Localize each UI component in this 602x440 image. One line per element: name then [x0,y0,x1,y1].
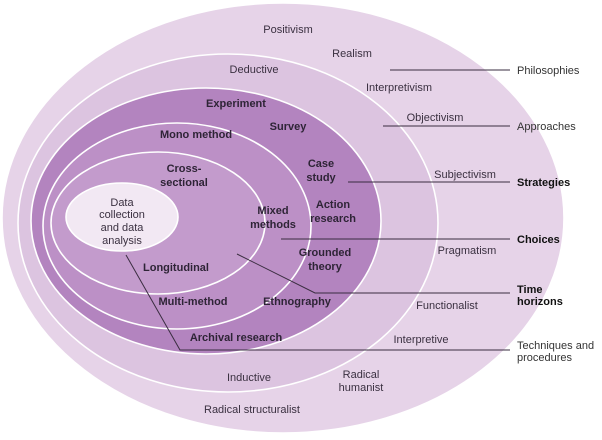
layer-label-techniques-2: procedures [517,352,573,364]
label-inductive: Inductive [227,372,271,384]
label-core-3: and data [101,222,145,234]
layer-label-philosophies: Philosophies [517,65,580,77]
label-cross-sectional-1: Cross- [167,163,202,175]
leader-time-horizons [236,253,510,294]
layer-label-time-horizons-2: horizons [517,296,563,308]
layer-label-techniques-1: Techniques and [517,340,594,352]
label-interpretive: Interpretive [393,334,448,346]
label-case-study-1: Case [308,158,334,170]
label-grounded-theory-2: theory [308,261,343,273]
label-mixed-methods-1: Mixed [257,205,288,217]
label-multi-method: Multi-method [158,296,227,308]
label-longitudinal: Longitudinal [143,262,209,274]
label-radical-humanist-2: humanist [339,382,384,394]
label-radical-structuralist: Radical structuralist [204,404,300,416]
label-realism: Realism [332,48,372,60]
label-interpretivism: Interpretivism [366,82,432,94]
layer-label-approaches: Approaches [517,121,576,133]
label-pragmatism: Pragmatism [438,245,497,257]
label-action-research-1: Action [316,199,351,211]
label-mixed-methods-2: methods [250,219,296,231]
label-survey: Survey [270,121,308,133]
label-core-2: collection [99,209,145,221]
label-action-research-2: research [310,213,356,225]
ring-techniques-core [65,182,179,252]
label-cross-sectional-2: sectional [160,177,208,189]
label-subjectivism: Subjectivism [434,169,496,181]
label-functionalist: Functionalist [416,300,478,312]
label-core-1: Data [110,197,134,209]
label-ethnography: Ethnography [263,296,332,308]
label-mono-method: Mono method [160,129,232,141]
label-positivism: Positivism [263,24,313,36]
label-grounded-theory-1: Grounded [299,247,352,259]
label-objectivism: Objectivism [407,112,464,124]
label-experiment: Experiment [206,98,266,110]
label-case-study-2: study [306,172,336,184]
leader-techniques [125,254,510,351]
layer-label-strategies: Strategies [517,177,570,189]
label-archival-research: Archival research [190,332,283,344]
layer-label-time-horizons-1: Time [517,284,542,296]
layer-label-choices: Choices [517,234,560,246]
label-core-4: analysis [102,235,142,247]
label-deductive: Deductive [230,64,279,76]
label-radical-humanist-1: Radical [343,369,380,381]
